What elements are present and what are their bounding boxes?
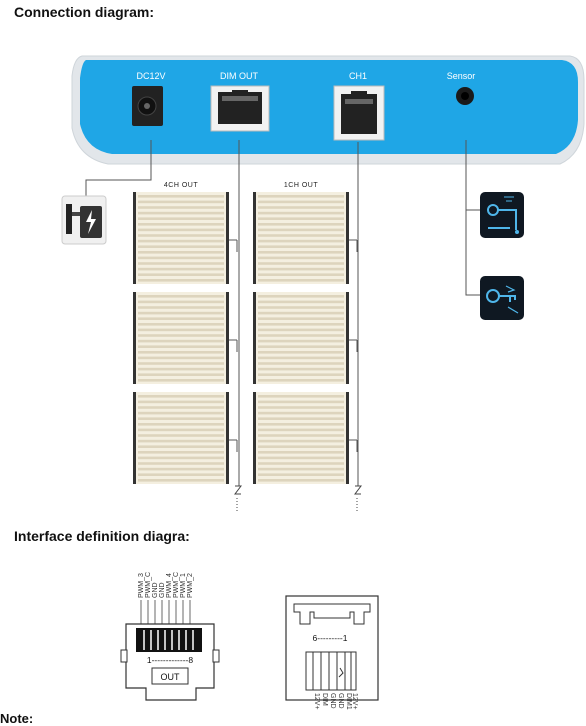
strip-1ch-panel-1: [253, 192, 358, 284]
port-label-dim-out: DIM OUT: [220, 71, 258, 81]
strip-4ch-panel-2: [133, 292, 238, 384]
rj12-pin-label: DIM1: [345, 693, 352, 710]
rj45-pin-label: PWM_4: [166, 573, 173, 598]
led-strip-panels: [133, 192, 358, 484]
rj45-pin-label: GND: [159, 582, 166, 598]
rj45-pin-label: PWM_3: [138, 573, 145, 598]
sensor-port[interactable]: [456, 87, 474, 105]
strip-group-4ch-title: 4CH OUT: [164, 182, 198, 189]
sensor-key-icon: [480, 276, 524, 320]
controller-box: [71, 55, 585, 165]
rj45-pin-label: PWM_1: [180, 573, 187, 598]
power-adapter-icon: [61, 195, 107, 245]
interface-definition-title: Interface definition diagra:: [14, 528, 190, 544]
wiring: [85, 140, 480, 486]
rj12-pin-label: DIM: [321, 693, 328, 706]
strip-1ch-panel-3: [253, 392, 358, 484]
rj12-pin-label: 12V+: [351, 693, 358, 710]
port-label-dc12v: DC12V: [136, 71, 165, 81]
rj45-out-label: OUT: [161, 672, 181, 682]
dc12v-port[interactable]: [132, 86, 163, 126]
ch1-port[interactable]: [333, 85, 385, 141]
rj45-pin-label: PWM_C: [173, 572, 180, 598]
rj45-pin-range: 1-------------8: [147, 655, 194, 665]
rj12-pin-label: GND: [329, 693, 336, 709]
rj45-pin-label: PWM_C: [145, 572, 152, 598]
strip-4ch-panel-3: [133, 392, 238, 484]
port-label-ch1: CH1: [349, 71, 367, 81]
sensor-remote-icon: [480, 192, 524, 238]
strip-group-1ch-title: 1CH OUT: [284, 182, 318, 189]
port-label-sensor: Sensor: [447, 71, 476, 81]
rj45-pin-label: GND: [152, 582, 159, 598]
rj12-pin-label: GND: [337, 693, 344, 709]
dim-out-port[interactable]: [210, 85, 270, 132]
rj45-pin-label: PWM_2: [187, 573, 194, 598]
strip-1ch-panel-2: [253, 292, 358, 384]
strip-4ch-panel-1: [133, 192, 238, 284]
connection-diagram-title: Connection diagram:: [14, 4, 155, 20]
rj12-pin-range: 6---------1: [313, 633, 348, 643]
note-label: Note:: [0, 711, 34, 726]
cable-end-markers: [234, 485, 362, 512]
rj12-pin-label: 12V+: [313, 693, 320, 710]
